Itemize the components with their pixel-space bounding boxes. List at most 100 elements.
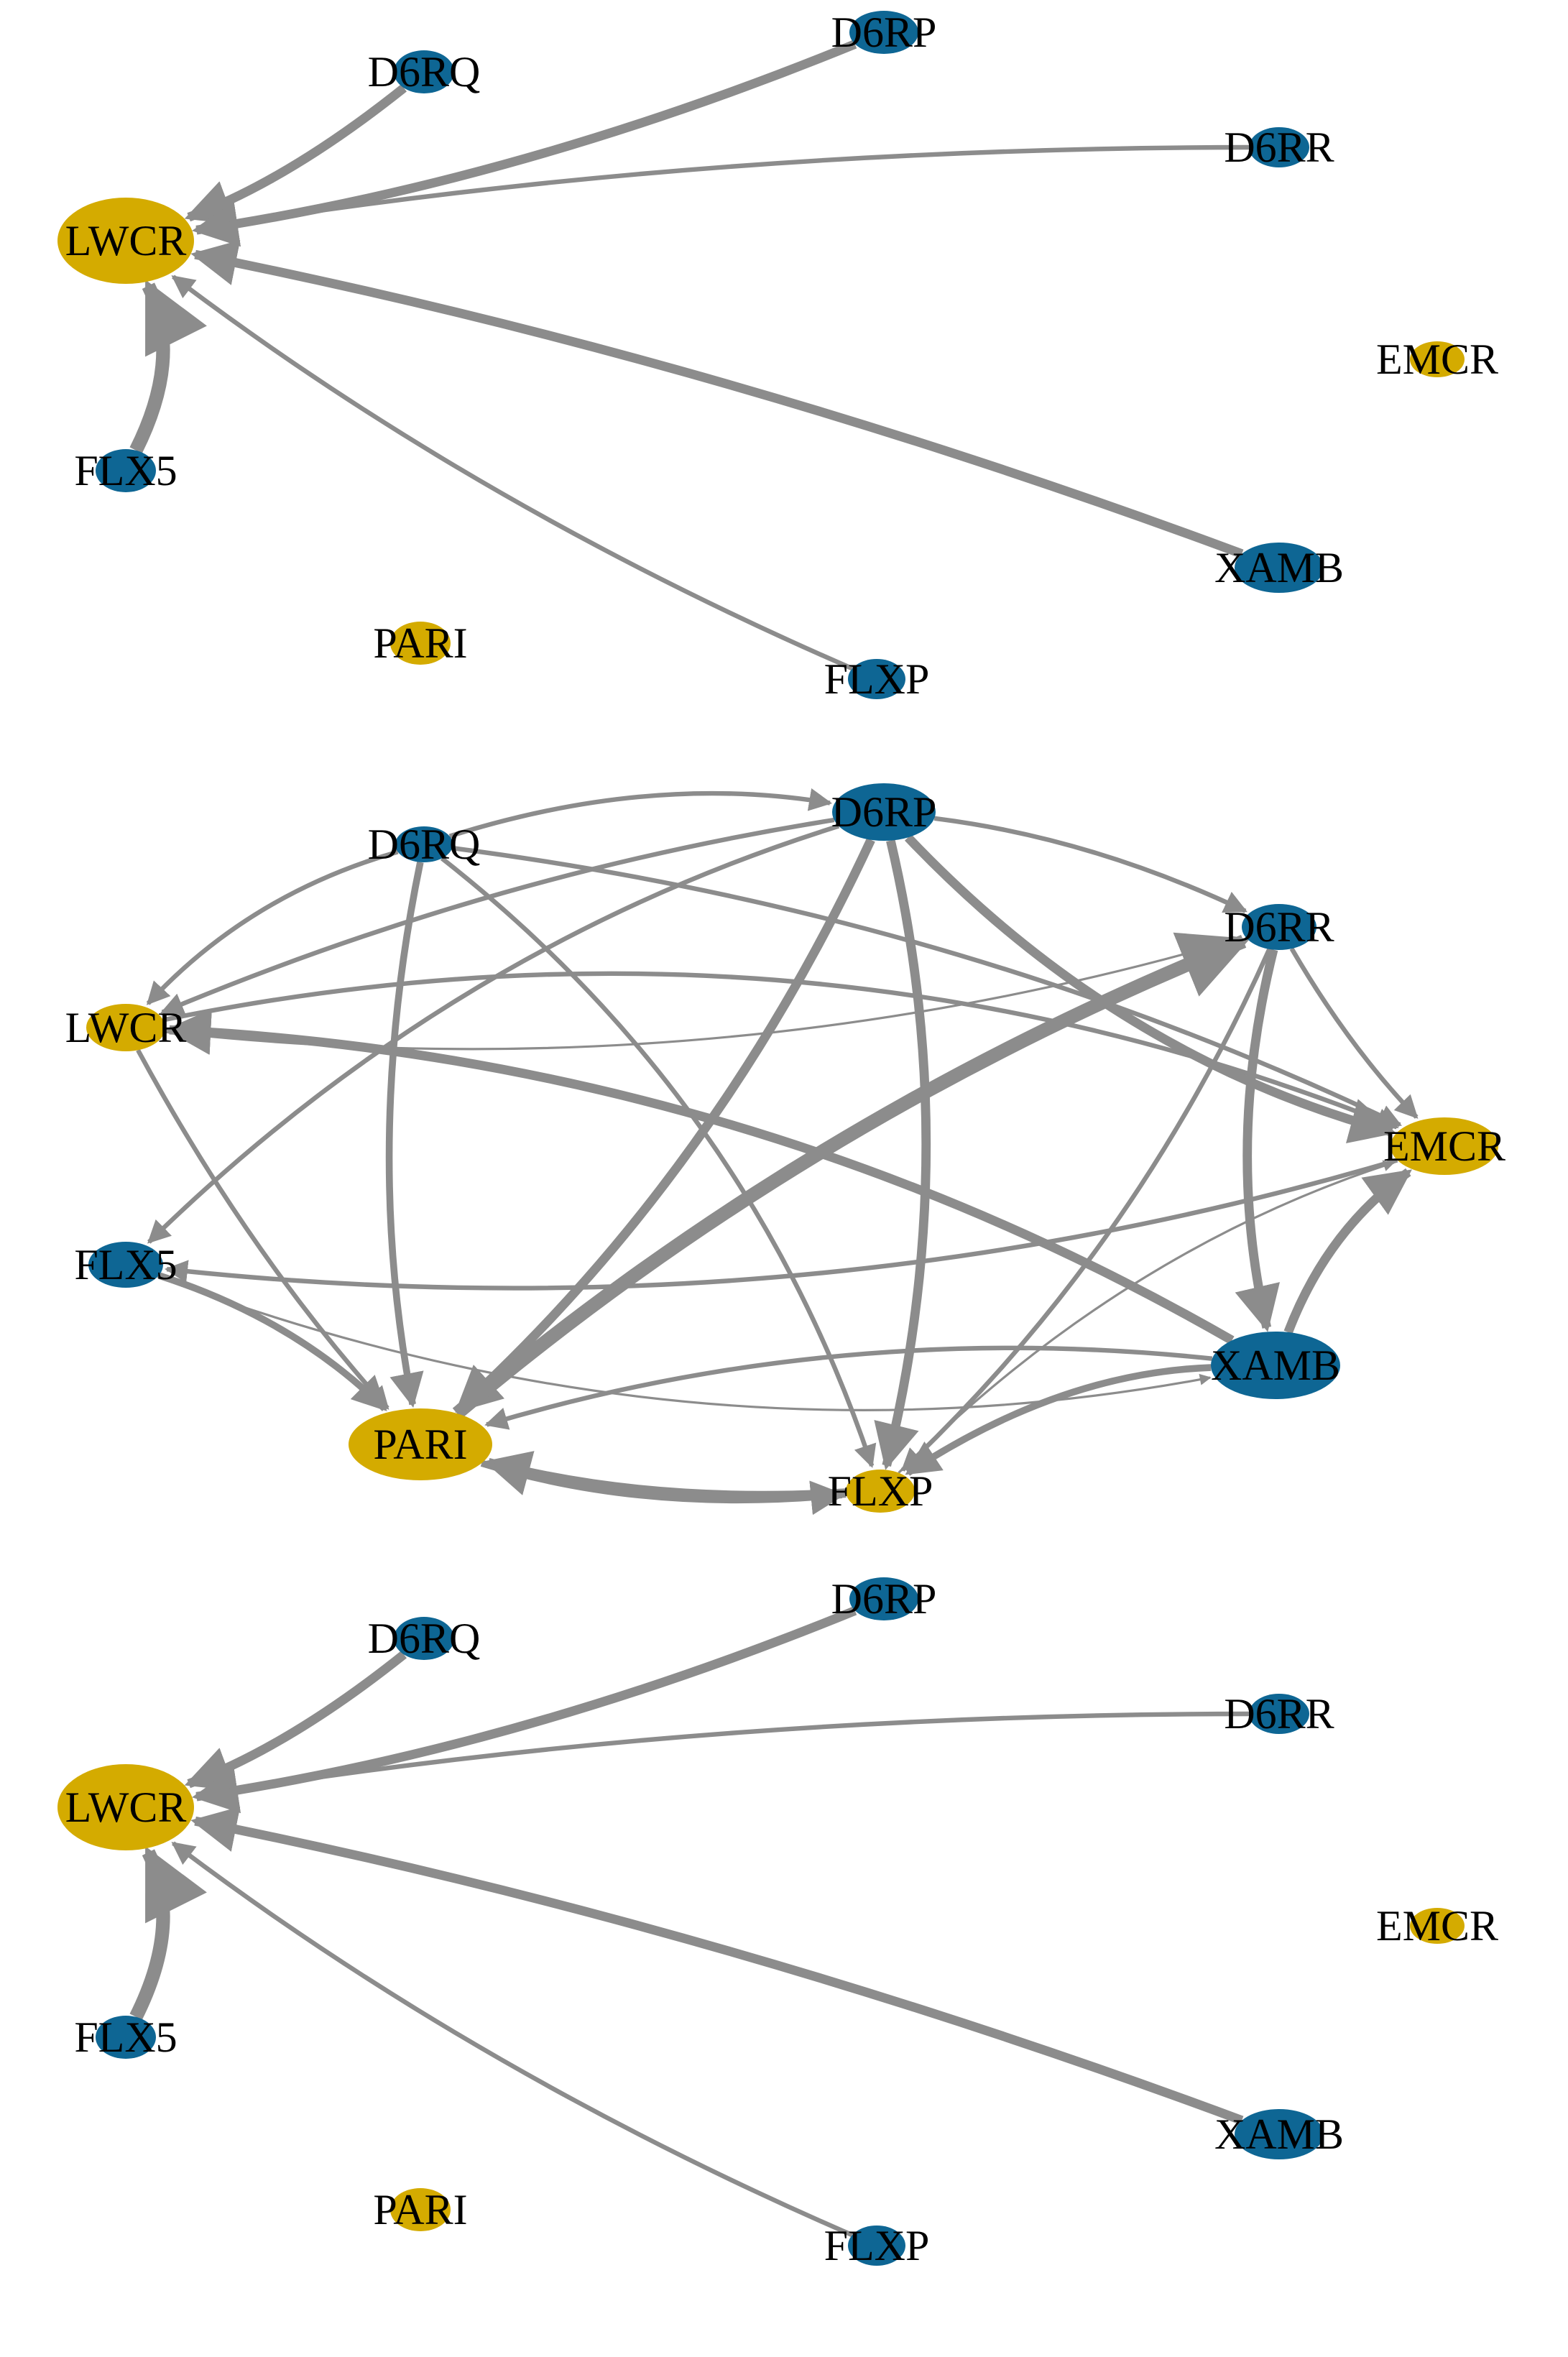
node-lwcr-label: LWCR bbox=[65, 1784, 187, 1831]
node-pari-label: PARI bbox=[373, 2186, 467, 2233]
node-lwcr-label: LWCR bbox=[65, 217, 187, 264]
node-d6rr: D6RR bbox=[1224, 124, 1334, 171]
node-flx5: FLX5 bbox=[74, 1241, 177, 1288]
edge-d6rr-to-lwcr bbox=[193, 144, 1250, 238]
edge-flxp-to-lwcr bbox=[171, 1841, 854, 2238]
node-flx5-label: FLX5 bbox=[74, 1241, 177, 1288]
node-lwcr: LWCR bbox=[65, 1004, 187, 1051]
node-flx5-label: FLX5 bbox=[74, 447, 177, 494]
edge-d6rq-to-emcr bbox=[451, 845, 1402, 1127]
node-pari: PARI bbox=[349, 1408, 492, 1480]
edge-emcr-to-flx5 bbox=[165, 1158, 1398, 1291]
edge-d6rp-to-lwcr bbox=[192, 1606, 857, 1814]
node-d6rr-circle bbox=[1242, 904, 1316, 950]
node-xamb: XAMB bbox=[1214, 2109, 1344, 2159]
node-d6rr-circle bbox=[1249, 127, 1309, 167]
node-flx5: FLX5 bbox=[74, 447, 177, 494]
node-d6rq-label: D6RQ bbox=[368, 1615, 481, 1662]
node-lwcr: LWCR bbox=[57, 198, 194, 284]
node-xamb-circle bbox=[1235, 543, 1324, 593]
edge-xamb-to-lwcr bbox=[190, 240, 1244, 558]
node-flx5: FLX5 bbox=[74, 2014, 177, 2061]
edge-lwcr-to-emcr bbox=[162, 971, 1399, 1130]
node-d6rq-circle bbox=[395, 826, 453, 862]
node-emcr: EMCR bbox=[1376, 336, 1498, 383]
node-xamb: XAMB bbox=[1211, 1332, 1340, 1399]
node-lwcr-circle bbox=[86, 1004, 165, 1051]
edge-pari-to-d6rr bbox=[452, 932, 1250, 1419]
edge-d6rq-to-lwcr bbox=[146, 849, 399, 1005]
node-xamb: XAMB bbox=[1214, 543, 1344, 593]
node-flx5-circle bbox=[96, 449, 156, 492]
node-pari-circle bbox=[390, 622, 451, 665]
node-d6rq-circle bbox=[394, 1617, 454, 1660]
edge-layer bbox=[129, 1606, 1250, 2238]
node-flx5-circle bbox=[88, 1242, 163, 1288]
node-d6rp-label: D6RP bbox=[831, 788, 937, 836]
edge-d6rr-to-lwcr bbox=[193, 1711, 1250, 1804]
node-emcr-label: EMCR bbox=[1383, 1122, 1505, 1170]
node-d6rq: D6RQ bbox=[368, 821, 481, 868]
node-d6rq-label: D6RQ bbox=[368, 48, 481, 96]
node-d6rp-circle bbox=[849, 11, 918, 54]
node-emcr: EMCR bbox=[1383, 1117, 1505, 1175]
edge-d6rp-to-pari bbox=[455, 838, 875, 1413]
node-pari: PARI bbox=[373, 619, 467, 667]
node-d6rp: D6RP bbox=[831, 9, 937, 56]
node-emcr-circle bbox=[1410, 1908, 1465, 1944]
node-flxp-label: FLXP bbox=[824, 655, 930, 703]
node-lwcr-label: LWCR bbox=[65, 1004, 187, 1051]
node-emcr-label: EMCR bbox=[1376, 1902, 1498, 1950]
edge-d6rp-to-emcr bbox=[904, 834, 1397, 1144]
node-d6rr: D6RR bbox=[1224, 903, 1334, 951]
edge-layer bbox=[129, 40, 1250, 671]
edge-d6rq-to-pari bbox=[385, 861, 424, 1408]
node-lwcr: LWCR bbox=[57, 1764, 194, 1850]
edge-xamb-to-flxp bbox=[905, 1364, 1212, 1476]
edge-d6rq-to-d6rp bbox=[448, 788, 833, 839]
node-lwcr-circle bbox=[57, 198, 194, 284]
node-d6rr-label: D6RR bbox=[1224, 903, 1334, 951]
node-emcr-label: EMCR bbox=[1376, 336, 1498, 383]
edge-xamb-to-pari bbox=[484, 1345, 1213, 1430]
edge-d6rr-to-xamb bbox=[1235, 949, 1281, 1332]
node-d6rr: D6RR bbox=[1224, 1690, 1334, 1738]
node-d6rp: D6RP bbox=[831, 1575, 937, 1623]
edge-flxp-to-lwcr bbox=[171, 275, 854, 671]
node-d6rq-circle bbox=[394, 50, 454, 93]
node-xamb-label: XAMB bbox=[1214, 2111, 1344, 2158]
node-d6rq: D6RQ bbox=[368, 1615, 481, 1662]
node-flx5-circle bbox=[96, 2016, 156, 2059]
edge-xamb-to-lwcr bbox=[190, 1807, 1244, 2125]
edge-layer bbox=[136, 788, 1419, 1516]
edge-d6rp-to-flxp bbox=[874, 839, 931, 1470]
node-d6rp: D6RP bbox=[831, 783, 937, 841]
edge-d6rp-to-flx5 bbox=[147, 824, 840, 1244]
edge-d6rp-to-d6rr bbox=[933, 816, 1248, 913]
edge-flx5-to-lwcr bbox=[129, 1846, 207, 2020]
node-xamb-circle bbox=[1235, 2109, 1324, 2159]
node-flxp-label: FLXP bbox=[828, 1467, 933, 1515]
edge-flxp-to-emcr bbox=[898, 1160, 1396, 1474]
node-d6rp-circle bbox=[849, 1577, 918, 1620]
node-pari-label: PARI bbox=[373, 619, 467, 667]
edge-xamb-to-emcr bbox=[1283, 1168, 1412, 1334]
node-d6rr-label: D6RR bbox=[1224, 124, 1334, 171]
node-d6rq: D6RQ bbox=[368, 48, 481, 96]
edge-flx5-to-pari bbox=[157, 1272, 387, 1411]
edge-d6rr-to-flxp bbox=[900, 948, 1272, 1472]
node-flxp: FLXP bbox=[824, 655, 930, 703]
edge-flx5-to-xamb bbox=[157, 1276, 1212, 1411]
node-flx5-label: FLX5 bbox=[74, 2014, 177, 2061]
node-d6rp-label: D6RP bbox=[831, 9, 937, 56]
node-d6rr-label: D6RR bbox=[1224, 1690, 1334, 1738]
node-flxp: FLXP bbox=[828, 1467, 933, 1515]
node-emcr-circle bbox=[1391, 1117, 1498, 1175]
node-flxp-circle bbox=[848, 2225, 905, 2266]
edge-flx5-to-lwcr bbox=[129, 280, 207, 453]
